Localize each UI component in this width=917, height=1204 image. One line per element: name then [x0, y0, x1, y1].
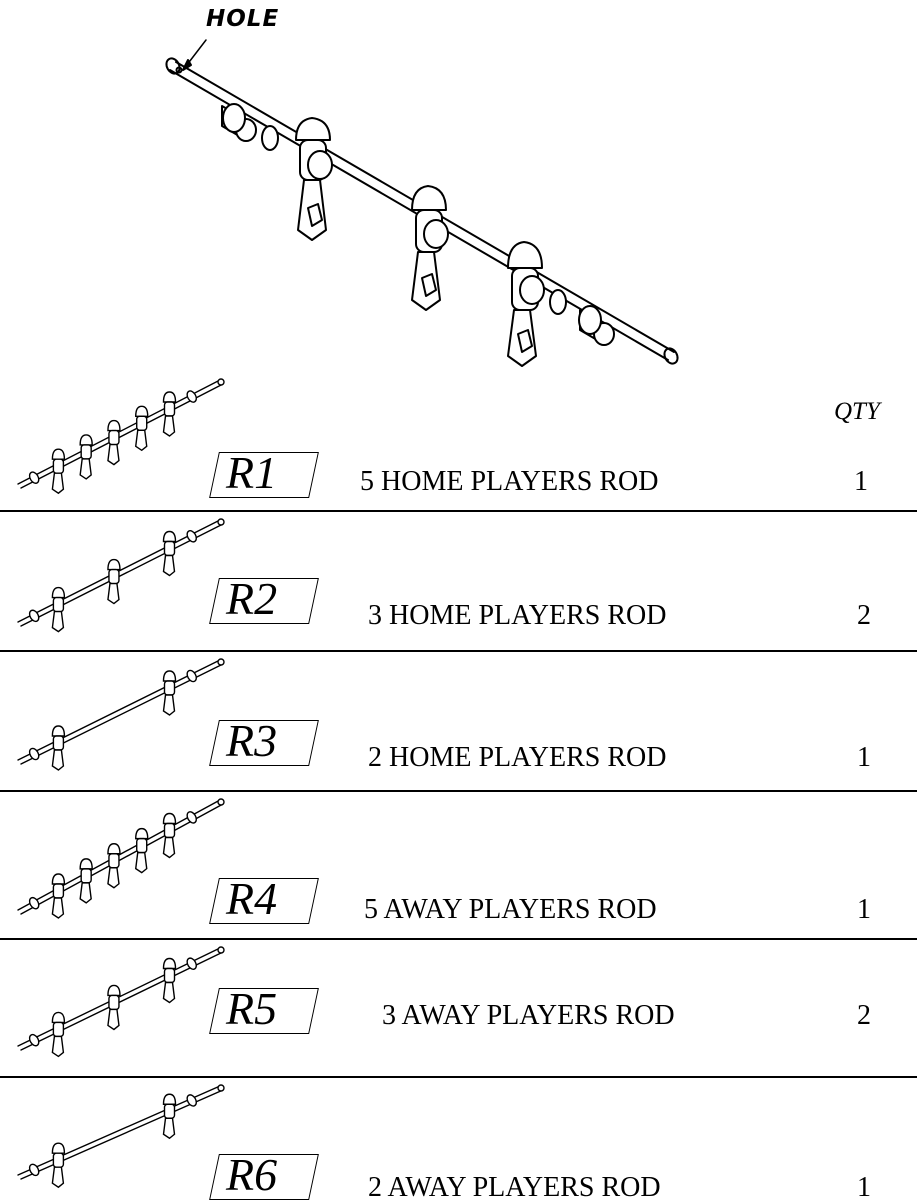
player-figure — [79, 858, 93, 904]
player-figure — [107, 419, 121, 466]
player-figure — [79, 434, 93, 480]
row-divider — [0, 650, 917, 652]
part-description: 5 AWAY PLAYERS ROD — [364, 894, 657, 925]
part-code: R3 — [226, 715, 278, 766]
player-figure — [51, 725, 66, 771]
player-figure — [51, 1142, 66, 1189]
rod-thumbnail — [17, 658, 225, 771]
row-divider — [0, 1076, 917, 1078]
player-figure — [134, 405, 149, 452]
player-figure — [51, 448, 66, 495]
rod-row-r1: R1 5 HOME PLAYERS ROD 1 — [0, 372, 917, 512]
part-code: R1 — [226, 447, 278, 498]
part-description: 2 HOME PLAYERS ROD — [368, 742, 667, 773]
part-code: R6 — [226, 1149, 278, 1200]
player-figure-1 — [295, 117, 333, 241]
part-qty: 1 — [857, 1172, 871, 1203]
part-qty: 2 — [857, 1000, 871, 1031]
rod-assembly-illustration — [165, 39, 679, 367]
player-figure — [162, 1093, 177, 1140]
rod-row-r2: R2 3 HOME PLAYERS ROD 2 — [0, 512, 917, 650]
part-code: R4 — [226, 873, 278, 924]
bumper-right — [578, 305, 615, 346]
rod-thumbnail — [17, 1084, 225, 1189]
rod-thumbnail — [17, 378, 225, 495]
rod-row-r5: R5 3 AWAY PLAYERS ROD 2 — [0, 940, 917, 1074]
part-qty: 2 — [857, 600, 871, 631]
row-divider — [0, 790, 917, 792]
player-figure — [162, 670, 177, 716]
player-figure — [107, 558, 121, 605]
rod-thumbnail — [17, 946, 225, 1058]
part-qty: 1 — [854, 466, 868, 497]
qty-column-header: QTY — [834, 398, 880, 425]
row-divider — [0, 510, 917, 512]
part-description: 2 AWAY PLAYERS ROD — [368, 1172, 661, 1203]
rod-row-r4: R4 5 AWAY PLAYERS ROD 1 — [0, 792, 917, 938]
rod-thumbnail — [17, 798, 225, 919]
bumper-left — [221, 103, 257, 142]
player-figure — [107, 843, 121, 889]
rod-thumbnail — [17, 518, 225, 633]
player-figure-3 — [507, 241, 545, 367]
part-qty: 1 — [857, 742, 871, 773]
player-figure — [162, 812, 177, 859]
player-figure — [107, 984, 121, 1031]
player-figure — [51, 873, 66, 919]
row-divider — [0, 938, 917, 940]
player-figure — [51, 1011, 66, 1058]
player-figure — [162, 391, 177, 437]
part-description: 3 AWAY PLAYERS ROD — [382, 1000, 675, 1031]
part-qty: 1 — [857, 894, 871, 925]
player-figure — [162, 530, 177, 577]
part-description: 5 HOME PLAYERS ROD — [360, 466, 659, 497]
part-description: 3 HOME PLAYERS ROD — [368, 600, 667, 631]
player-figure — [51, 586, 66, 633]
part-code: R5 — [226, 983, 278, 1034]
player-figure — [134, 827, 149, 874]
player-figure — [162, 957, 177, 1004]
hole-label: HOLE — [206, 6, 280, 32]
player-figure-2 — [411, 185, 449, 311]
rod-row-r3: R3 2 HOME PLAYERS ROD 1 — [0, 652, 917, 788]
part-code: R2 — [226, 573, 278, 624]
rod-row-r6: R6 2 AWAY PLAYERS ROD 1 — [0, 1078, 917, 1203]
